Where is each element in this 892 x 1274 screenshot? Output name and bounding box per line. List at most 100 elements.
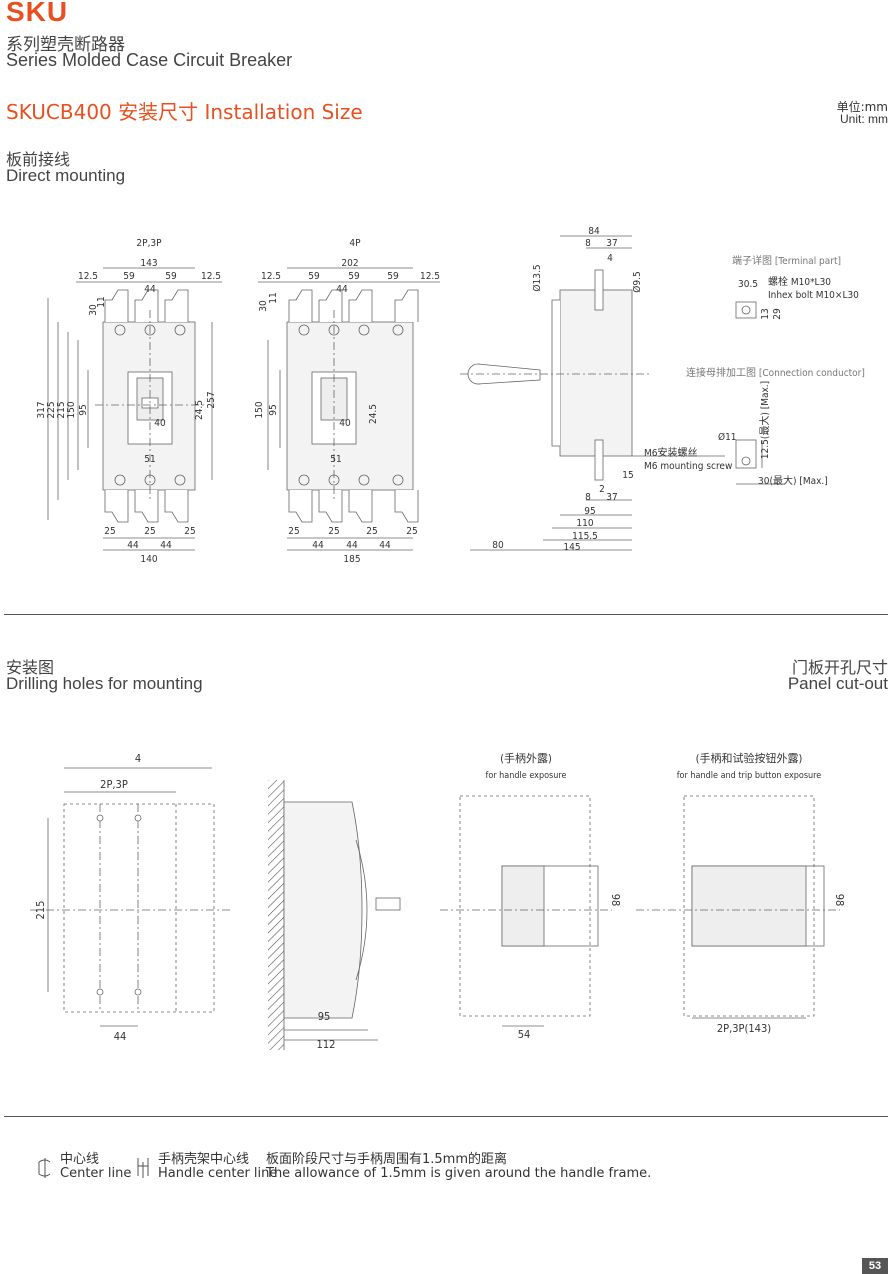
section-divider — [4, 614, 888, 615]
svg-text:2: 2 — [599, 484, 605, 495]
svg-text:80: 80 — [492, 540, 504, 551]
svg-text:95: 95 — [584, 506, 595, 517]
section-direct-en: Direct mounting — [6, 166, 126, 185]
svg-text:25: 25 — [144, 526, 155, 537]
svg-text:30: 30 — [258, 300, 269, 312]
svg-text:25: 25 — [288, 526, 299, 537]
svg-text:(手柄和试验按钮外露): (手柄和试验按钮外露) — [696, 751, 803, 765]
drilling-panel-drawings: 4 2P,3P 215 44 95 112 (手柄外露) for handle … — [30, 751, 846, 1051]
brand-logo: SKU — [6, 0, 69, 27]
svg-text:59: 59 — [165, 271, 177, 282]
breaker-side-body — [559, 289, 633, 457]
svg-text:257: 257 — [206, 391, 217, 408]
section-drill-en: Drilling holes for mounting — [6, 674, 203, 693]
svg-text:(手柄外露): (手柄外露) — [500, 751, 552, 765]
handle-center-line-icon — [137, 1158, 149, 1178]
svg-text:95: 95 — [268, 404, 279, 415]
svg-text:44: 44 — [346, 540, 358, 551]
svg-text:95: 95 — [318, 1010, 331, 1023]
svg-text:13: 13 — [760, 308, 771, 319]
svg-text:25: 25 — [328, 526, 339, 537]
section-drill-cn: 安装图 — [6, 658, 55, 677]
svg-text:59: 59 — [308, 271, 320, 282]
svg-text:25: 25 — [406, 526, 417, 537]
svg-text:12.5: 12.5 — [78, 271, 98, 282]
svg-text:51: 51 — [330, 454, 341, 465]
front-4p-title: 4P — [349, 238, 361, 249]
svg-text:2P,3P: 2P,3P — [100, 778, 128, 791]
section-direct-cn: 板前接线 — [6, 150, 71, 169]
svg-text:185: 185 — [343, 554, 360, 565]
svg-text:12.5(最大) [Max.]: 12.5(最大) [Max.] — [758, 381, 771, 459]
svg-text:30(最大) [Max.]: 30(最大) [Max.] — [758, 474, 828, 487]
svg-text:30: 30 — [88, 304, 99, 316]
svg-text:40: 40 — [339, 418, 351, 429]
svg-text:4: 4 — [607, 253, 613, 264]
svg-text:螺栓 M10*L30: 螺栓 M10*L30 — [768, 275, 831, 288]
svg-text:44: 44 — [379, 540, 391, 551]
svg-text:115.5: 115.5 — [572, 531, 598, 542]
svg-text:12.5: 12.5 — [261, 271, 281, 282]
unit-label-cn: 单位:mm — [836, 100, 888, 114]
svg-text:25: 25 — [104, 526, 115, 537]
svg-text:M6安装螺丝: M6安装螺丝 — [644, 446, 698, 459]
svg-text:44: 44 — [114, 1030, 127, 1043]
svg-text:8: 8 — [585, 238, 591, 249]
legend-center-en: Center line — [60, 1166, 132, 1181]
svg-text:202: 202 — [341, 258, 358, 269]
svg-text:24.5: 24.5 — [194, 400, 205, 420]
svg-text:54: 54 — [518, 1028, 531, 1041]
section-panel-en: Panel cut-out — [787, 674, 888, 693]
legend-allowance-en: The allowance of 1.5mm is given around t… — [266, 1166, 652, 1181]
svg-text:145: 145 — [563, 542, 580, 553]
svg-text:59: 59 — [123, 271, 135, 282]
svg-text:150: 150 — [66, 401, 77, 418]
series-title-en: Series Molded Case Circuit Breaker — [6, 50, 293, 70]
svg-text:44: 44 — [336, 284, 348, 295]
model-title: SKUCB400 安装尺寸 Installation Size — [6, 100, 363, 124]
svg-text:51: 51 — [144, 454, 155, 465]
svg-text:44: 44 — [160, 540, 172, 551]
svg-text:25: 25 — [366, 526, 377, 537]
page-number: 53 — [862, 1258, 888, 1274]
svg-text:98: 98 — [833, 894, 846, 907]
svg-text:140: 140 — [140, 554, 157, 565]
series-title-cn: 系列塑壳断路器 — [6, 35, 125, 55]
svg-text:40: 40 — [154, 418, 166, 429]
svg-text:15: 15 — [622, 470, 633, 481]
svg-text:59: 59 — [348, 271, 360, 282]
svg-text:Ø9.5: Ø9.5 — [631, 271, 643, 292]
legend-allowance-cn: 板面阶段尺寸与手柄周围有1.5mm的距离 — [266, 1152, 508, 1167]
svg-text:225: 225 — [46, 401, 57, 418]
connection-conductor-title: 连接母排加工图 [Connection conductor] — [686, 366, 865, 379]
svg-text:12.5: 12.5 — [201, 271, 221, 282]
legend-handle-cn: 手柄壳架中心线 — [158, 1152, 250, 1167]
svg-text:25: 25 — [184, 526, 195, 537]
svg-text:11: 11 — [268, 292, 279, 303]
terminal-detail-title: 端子详图 [Terminal part] — [732, 254, 841, 267]
svg-text:4: 4 — [135, 752, 141, 765]
svg-text:for handle exposure: for handle exposure — [485, 771, 566, 781]
svg-text:Ø11: Ø11 — [718, 431, 737, 443]
svg-text:for handle and trip button exp: for handle and trip button exposure — [677, 771, 822, 781]
svg-text:37: 37 — [606, 492, 617, 503]
svg-text:150: 150 — [254, 401, 265, 418]
svg-text:24.5: 24.5 — [368, 404, 379, 424]
svg-text:37: 37 — [606, 238, 617, 249]
svg-text:215: 215 — [34, 901, 47, 920]
legend-handle-en: Handle center line — [158, 1166, 278, 1181]
front-2p3p-top-width: 143 — [140, 258, 157, 269]
svg-text:44: 44 — [144, 284, 156, 295]
section-panel-cn: 门板开孔尺寸 — [791, 658, 888, 677]
svg-text:Inhex bolt M10×L30: Inhex bolt M10×L30 — [768, 290, 859, 301]
svg-text:317: 317 — [36, 401, 47, 418]
svg-text:8: 8 — [585, 492, 591, 503]
svg-text:12.5: 12.5 — [420, 271, 440, 282]
svg-text:95: 95 — [78, 404, 89, 415]
svg-text:44: 44 — [127, 540, 139, 551]
svg-text:30.5: 30.5 — [738, 279, 758, 290]
legend-center-cn: 中心线 — [60, 1152, 100, 1167]
legend-divider — [4, 1116, 888, 1117]
svg-text:29: 29 — [772, 308, 783, 320]
front-2p3p-title: 2P,3P — [136, 238, 162, 249]
